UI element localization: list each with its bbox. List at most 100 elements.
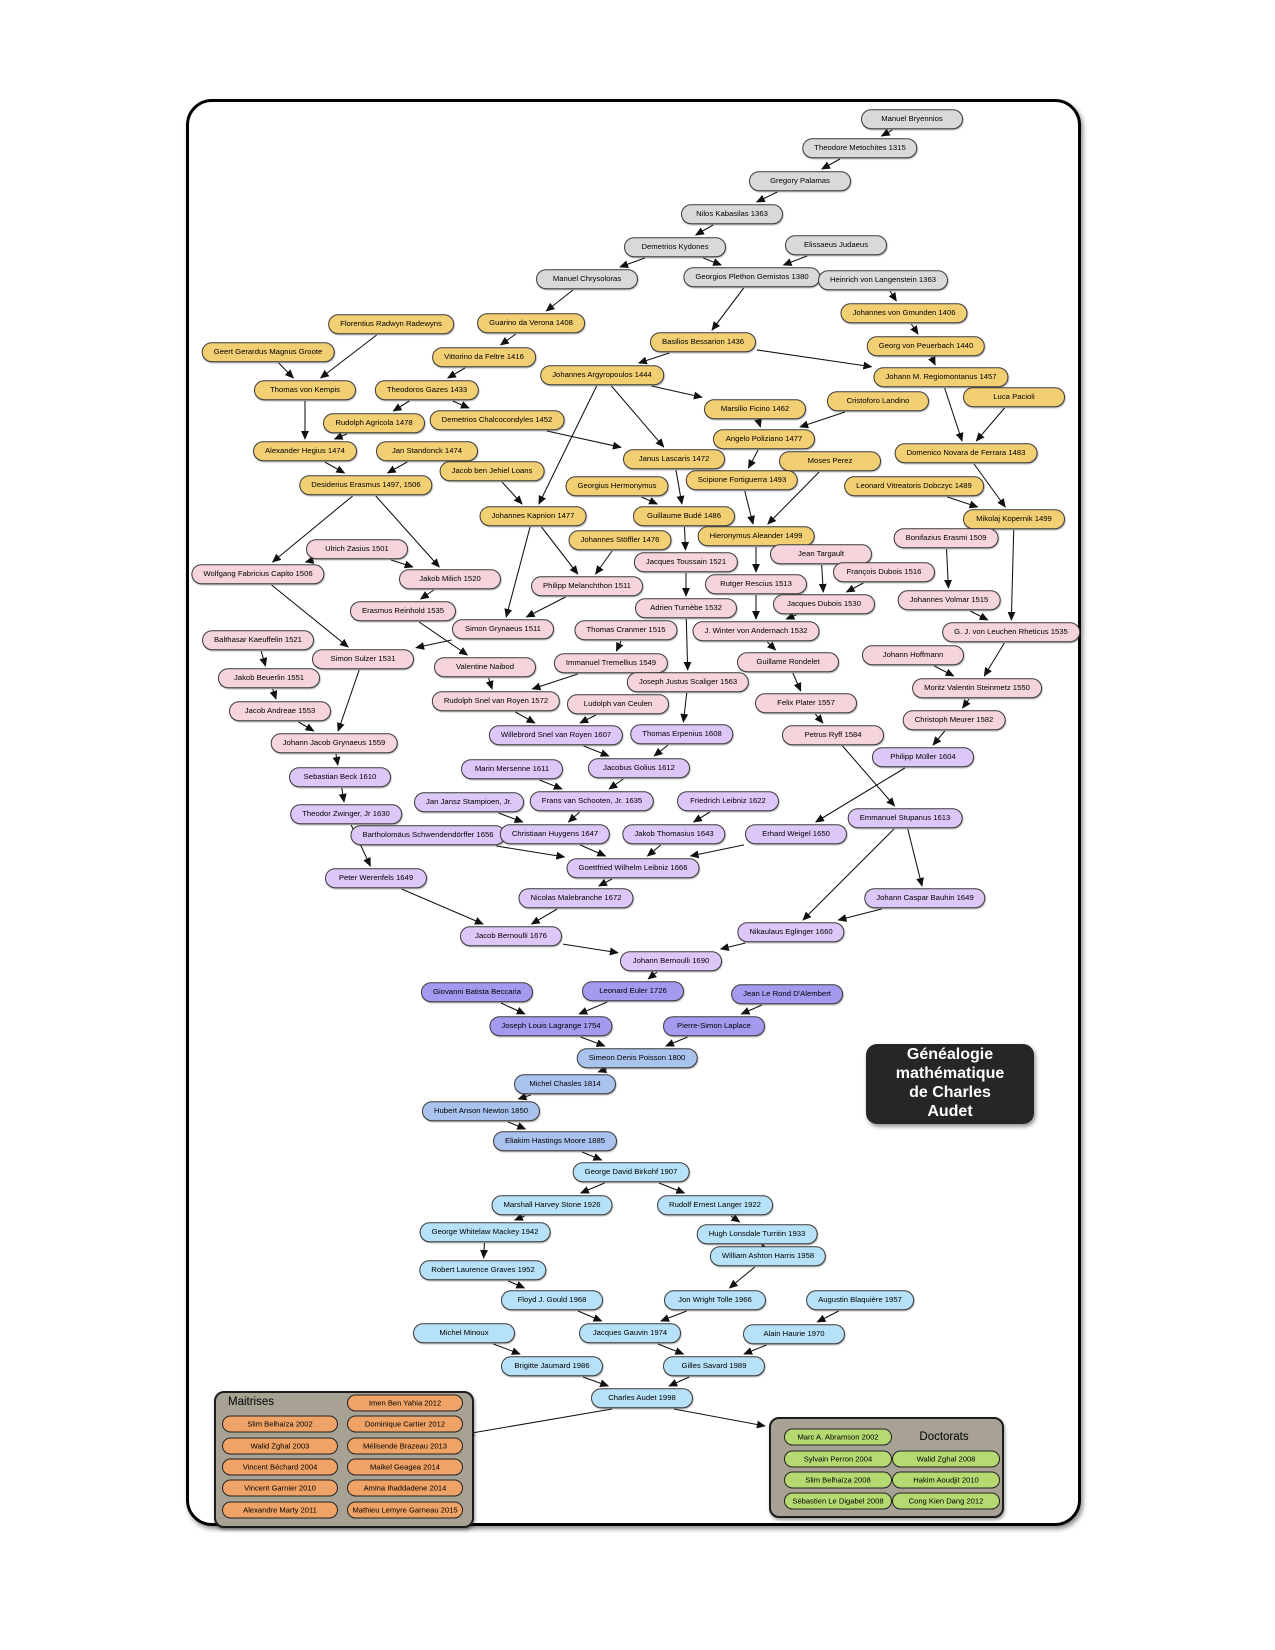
person-node: Theodoros Gazes 1433 [374,380,480,400]
person-node: Gregory Palamas [749,171,851,191]
person-node: Florentius Radwyn Radewyns [328,314,454,334]
person-node: Johannes von Gmunden 1406 [840,303,968,323]
person-node: Christoph Meurer 1582 [902,710,1006,730]
person-node: Marsilio Ficino 1462 [704,399,806,419]
person-node: Michel Minoux [413,1323,515,1343]
person-node: Rutger Rescius 1513 [705,574,807,594]
person-node: Johannes Kapnion 1477 [479,506,587,526]
person-node: Johann M. Regiomontanus 1457 [873,367,1009,387]
maitrises-title: Maitrises [228,1396,275,1408]
person-node: Jean Targault [770,544,872,564]
person-node: Jacob ben Jehiel Loans [439,461,545,481]
person-node: J. Winter von Andernach 1532 [692,621,820,641]
person-node: Emmanuel Stupanus 1613 [847,808,963,828]
title-line: mathématique [895,1065,1005,1083]
person-node: Felix Plater 1557 [755,693,857,713]
person-node: Robert Laurence Graves 1952 [419,1260,547,1280]
person-node: Simon Sulzer 1531 [312,649,414,669]
student-pill: Mathieu Lemyre Garneau 2015 [347,1501,463,1519]
student-pill: Imen Ben Yahia 2012 [347,1394,463,1412]
student-pill: Mélisende Brazeau 2013 [347,1437,463,1455]
person-node: Janus Lascaris 1472 [623,449,725,469]
person-node: Adrien Turnèbe 1532 [635,598,737,618]
person-node: Nikaulaus Eglinger 1660 [737,922,845,942]
person-node: Peter Werenfels 1649 [325,868,427,888]
student-pill: Vincent Garnier 2010 [222,1479,338,1497]
person-node: Vittorino da Feltre 1416 [432,347,536,367]
person-node: Hieronymus Aleander 1499 [697,526,815,546]
person-node: Bartholomäus Schwendendörffer 1656 [350,825,506,845]
student-pill: Dominique Cartier 2012 [347,1415,463,1433]
person-node: Johann Caspar Bauhin 1649 [864,888,986,908]
person-node: Michel Chasles 1814 [514,1074,616,1094]
person-node: Jakob Beuerlin 1551 [218,668,320,688]
person-node: Demetrios Kydones [624,237,726,257]
student-pill: Sylvain Perron 2004 [784,1450,892,1468]
student-pill: Marc A. Abramson 2002 [784,1428,892,1446]
person-node: Jon Wright Tolle 1966 [664,1290,766,1310]
person-node: Heinrich von Langenstein 1363 [818,270,948,290]
person-node: Hubert Anson Newton 1850 [421,1101,541,1121]
person-node: Marin Mersenne 1611 [461,759,563,779]
person-node: Elissaeus Judaeus [785,235,887,255]
title-line: Généalogie [906,1046,994,1064]
person-node: Philipp Melanchthon 1511 [531,576,643,596]
person-node: Nicolas Malebranche 1672 [518,888,634,908]
person-node: Jakob Thomasius 1643 [622,824,726,844]
person-node: Simeon Denis Poisson 1800 [576,1048,698,1068]
person-node: Jan Standonck 1474 [376,441,478,461]
person-node: Guarino da Verona 1408 [477,313,585,333]
person-node: Scipione Fortiguerra 1493 [685,470,799,490]
person-node: Theodore Metochites 1315 [802,138,918,158]
person-node: Alexander Hegius 1474 [253,441,357,461]
person-node: Augustin Blaquière 1957 [806,1290,914,1310]
person-node: Valentine Naibod [434,657,536,677]
person-node: Thomas Erpenius 1608 [630,724,734,744]
person-node: Jacob Andreae 1553 [229,701,331,721]
person-node: Marshall Harvey Stone 1926 [491,1195,613,1215]
person-node: Jacob Bernoulli 1676 [460,926,562,946]
person-node: Leonard Euler 1726 [582,981,684,1001]
person-node: Brigitte Jaumard 1986 [501,1356,603,1376]
person-node: Floyd J. Gould 1968 [501,1290,603,1310]
person-node: Guillaume Budé 1486 [633,506,735,526]
student-pill: Maikel Geagea 2014 [347,1458,463,1476]
person-node: Ulrich Zasius 1501 [306,539,408,559]
person-node: Rudolph Snel van Royen 1572 [431,691,561,711]
person-node: Jacques Toussain 1521 [633,552,739,572]
person-node: George David Birkohf 1907 [572,1162,690,1182]
person-node: Alain Haurie 1970 [743,1324,845,1344]
person-node: Domenico Novara de Ferrara 1483 [894,443,1038,463]
person-node: Johann Jacob Grynaeus 1559 [270,733,398,753]
person-node: Jacques Dubois 1530 [773,594,875,614]
person-node: Desiderius Erasmus 1497, 1506 [299,475,433,495]
person-node: Manuel Bryennios [861,109,963,129]
person-node: Thomas Cranmer 1515 [574,620,678,640]
person-node: Georgios Plethon Gemistos 1380 [683,267,821,287]
person-node: Simon Grynaeus 1511 [452,619,554,639]
person-node: Johann Hoffmann [862,645,964,665]
student-pill: Sébastien Le Digabel 2008 [784,1492,892,1510]
person-node: Jacobus Golius 1612 [588,758,690,778]
student-pill: Hakim Aoudjit 2010 [892,1471,1000,1489]
doctorats-title: Doctorats [919,1431,969,1443]
person-node: Demetrios Chalcocondyles 1452 [429,410,565,430]
person-node: Rudolph Agricola 1478 [323,413,425,433]
person-node: Gilles Savard 1989 [663,1356,765,1376]
person-node: Pierre-Simon Laplace [663,1016,765,1036]
person-node: Theodor Zwinger, Jr 1630 [290,804,402,824]
person-node: Luca Pacioli [963,387,1065,407]
person-node: Wolfgang Fabricius Capito 1506 [191,564,325,584]
person-node: Balthasar Kaeuffelin 1521 [202,630,314,650]
person-node: Christiaan Huygens 1647 [499,824,611,844]
person-node: Moritz Valentin Steinmetz 1550 [912,678,1042,698]
person-node: Mikolaj Kopernik 1499 [963,509,1065,529]
person-node: Erhard Weigel 1650 [745,824,847,844]
person-node: Georg von Peuerbach 1440 [866,336,986,356]
person-node: Thomas von Kempis [254,380,356,400]
person-node: Giovanni Batista Beccaria [420,982,534,1002]
person-node: G. J. von Leuchen Rheticus 1535 [942,622,1080,642]
person-node: Philipp Müller 1604 [872,747,974,767]
person-node: Johannes Argyropoulos 1444 [540,365,664,385]
title-line: Audet [927,1102,973,1120]
